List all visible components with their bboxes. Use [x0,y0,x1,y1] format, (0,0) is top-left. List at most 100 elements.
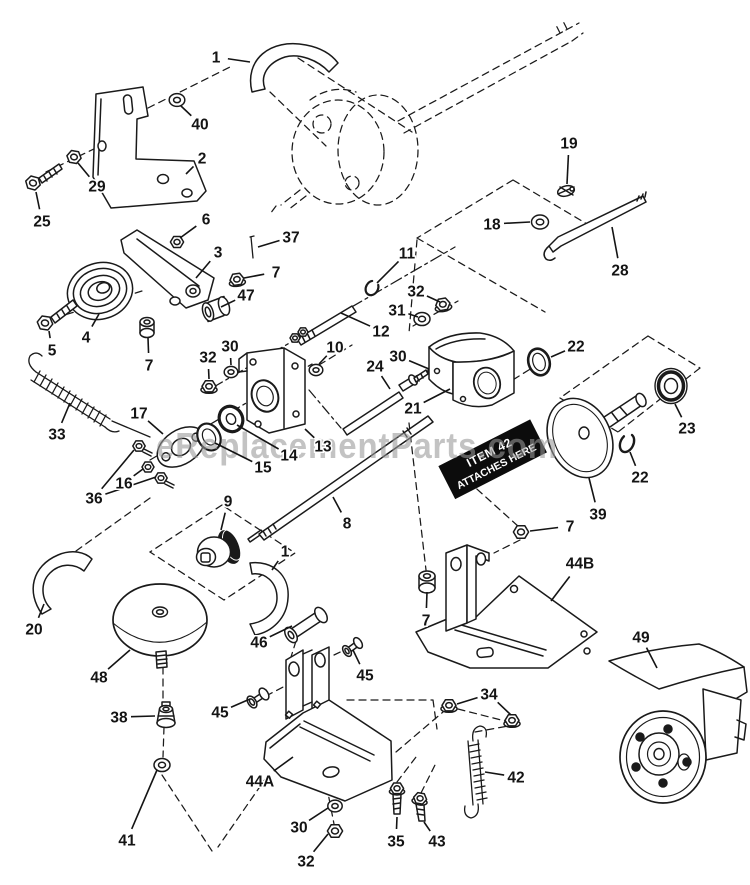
callout-9: 9 [220,492,234,531]
bracket-44A [263,646,393,802]
callout-label-28: 28 [611,263,629,280]
leader-line [423,388,451,404]
callout-44A: 44A [244,756,294,792]
bolt-5 [35,299,78,332]
leader-line [566,154,570,185]
leader-line [408,313,419,318]
leader-line [220,512,226,531]
clip-19 [556,184,576,198]
clip-22-lower [618,432,636,454]
callout-1: 1 [271,542,291,571]
callout-24: 24 [365,357,391,390]
leader-line [271,560,279,571]
leader-line [230,698,251,708]
belt-segment-1-upper [249,43,339,93]
callout-label-10: 10 [326,340,343,357]
leader-line [147,420,164,435]
leader-line [426,295,441,303]
leader-line [645,647,658,669]
washer-31 [413,311,431,327]
shaft-12 [289,305,357,346]
leader-line [425,591,428,609]
callout-label-42: 42 [507,770,524,787]
callout-33: 33 [47,402,71,445]
bushing-38 [156,701,176,729]
callout-label-45: 45 [211,705,229,722]
parts-layer [23,43,748,838]
callout-label-40: 40 [191,117,208,134]
callout-label-32: 32 [297,854,314,871]
callout-label-49: 49 [632,630,650,647]
callout-20: 20 [24,603,45,640]
bushing-45-left [246,687,270,709]
leader-line [269,625,293,638]
leader-line [629,451,637,467]
leader-line [312,833,329,853]
callout-32: 32 [406,282,441,303]
callout-4: 4 [80,313,100,348]
leader-line [484,771,505,776]
callout-36: 36 [84,449,157,509]
washer-41 [153,757,171,773]
clutch-assembly-49 [608,643,748,804]
callout-label-11: 11 [399,246,416,263]
callout-8: 8 [332,496,353,534]
callout-5: 5 [46,330,58,361]
screw-35 [388,782,406,815]
callout-18: 18 [482,215,531,235]
spacer-7-left [139,316,155,339]
leader-line [227,57,251,63]
callout-label-39: 39 [589,507,607,524]
callout-31: 31 [387,301,419,321]
friction-disc-48 [112,583,208,669]
leader-line [179,225,197,239]
leader-line [340,312,371,327]
callout-17: 17 [129,404,164,435]
leader-line [318,355,328,365]
washer-30-left [223,365,239,379]
nut-32-bottom [326,824,344,838]
callout-32: 32 [198,348,218,380]
engine-bracket-2 [92,86,207,209]
callout-label-18: 18 [483,217,501,234]
ring-22-upper [526,347,552,377]
spacer-7-44A [418,570,436,594]
leader-line [35,191,41,210]
callout-label-41: 41 [118,833,136,850]
callout-label-43: 43 [428,834,446,851]
callout-label-36: 36 [85,491,103,508]
bolts-36 [132,440,175,489]
callout-29: 29 [77,162,107,197]
leader-line [304,428,315,439]
callout-49: 49 [631,628,658,669]
bracket-21 [428,332,515,408]
callout-22: 22 [550,337,586,358]
callout-label-14: 14 [280,448,298,465]
leader-line [550,350,566,358]
leader-line [48,330,51,339]
callout-7: 7 [529,517,576,537]
leader-line [395,816,398,830]
leader-line [236,424,280,450]
leader-line [195,260,211,279]
leader-line [273,756,294,772]
callout-25: 25 [32,191,52,232]
leader-line [376,260,400,284]
callout-39: 39 [588,477,608,525]
callout-21: 21 [403,388,451,419]
bearing-23 [654,367,688,405]
callout-label-30: 30 [389,349,406,366]
callout-10: 10 [318,338,345,365]
shaft-8 [247,415,434,543]
idler-arm-3 [120,229,215,309]
callout-label-9: 9 [224,494,233,511]
bolt-25 [23,163,63,192]
callout-30: 30 [289,807,329,838]
callout-45: 45 [352,649,375,686]
watermark: eReplacementParts.com [156,425,558,466]
callout-label-24: 24 [366,359,384,376]
callout-label-12: 12 [372,324,389,341]
callout-30: 30 [220,337,240,366]
